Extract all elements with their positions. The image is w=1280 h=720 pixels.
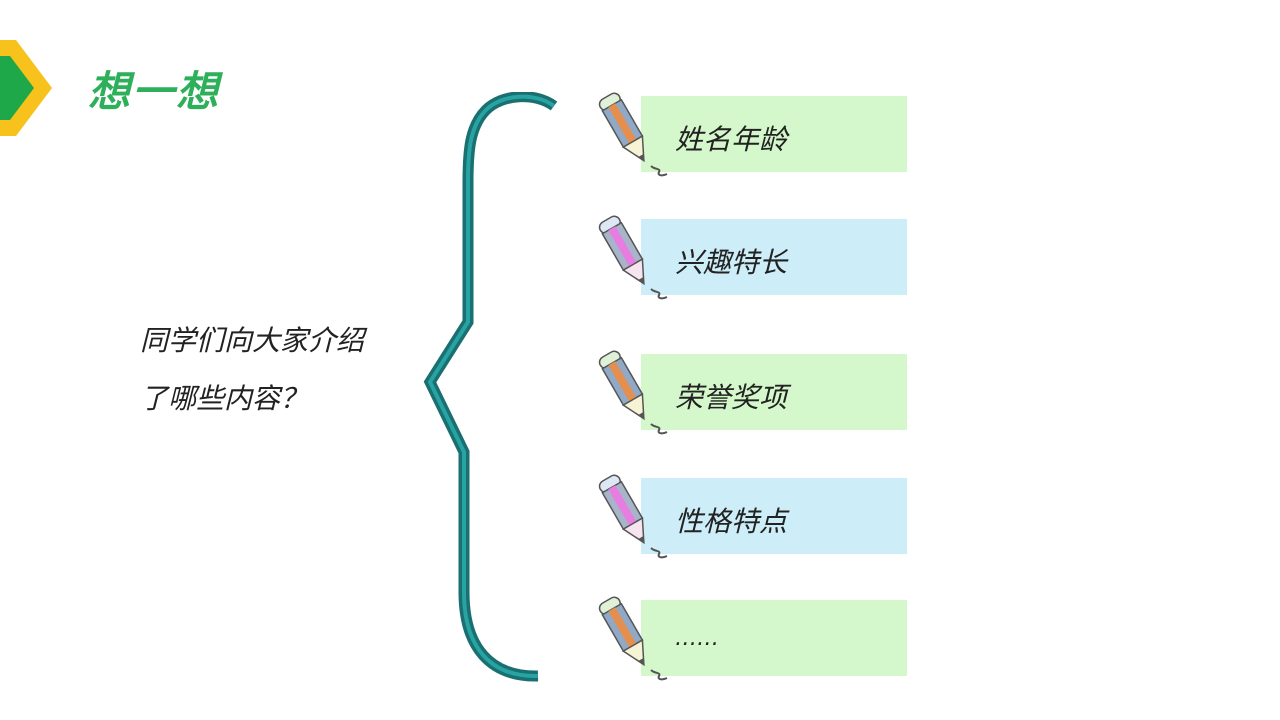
item-label: 姓名年龄 [675,123,788,156]
arrow-icon [0,40,52,136]
list-item: 兴趣特长 [595,215,915,301]
question-line-2: 了哪些内容？ [140,382,309,415]
curly-brace-icon [423,92,558,682]
item-label: …… [675,626,719,651]
pencil-icon [598,596,668,681]
item-box [641,219,907,295]
question-text: 同学们向大家介绍 了哪些内容？ [140,312,364,428]
pencil-icon [598,92,668,177]
list-item: 姓名年龄 [595,92,915,178]
pencil-icon [598,350,668,435]
item-box [641,96,907,172]
pencil-icon [598,215,668,300]
item-box [641,478,907,554]
pencil-icon [598,474,668,559]
item-box [641,354,907,430]
item-box [641,600,907,676]
page-title: 想一想 [88,67,221,116]
list-item: 性格特点 [595,474,915,560]
item-label: 性格特点 [675,505,788,538]
item-label: 兴趣特长 [675,246,788,279]
list-item: 荣誉奖项 [595,350,915,436]
item-label: 荣誉奖项 [675,381,788,414]
list-item: …… [595,596,915,682]
question-line-1: 同学们向大家介绍 [140,324,365,357]
